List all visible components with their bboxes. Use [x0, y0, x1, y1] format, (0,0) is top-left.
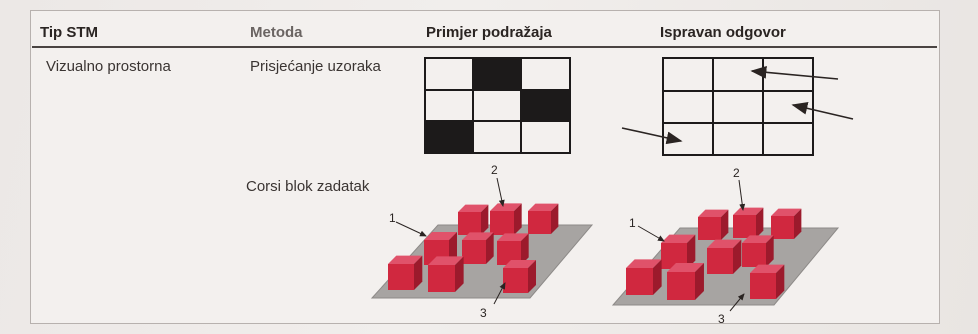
grid-cell-filled	[473, 58, 521, 90]
row1-method: Prisjećanje uzoraka	[250, 58, 381, 75]
label-2-answer: 2	[733, 166, 740, 180]
header-tip-stm: Tip STM	[40, 24, 99, 41]
table-header: Tip STM Metoda Primjer podražaja Isprava…	[32, 24, 937, 48]
label-1-answer: 1	[629, 216, 636, 230]
red-cube	[503, 260, 536, 293]
label-3-answer: 3	[718, 312, 725, 326]
red-cube	[490, 203, 522, 235]
red-cube	[626, 259, 662, 295]
row1-type: Vizualno prostorna	[46, 58, 171, 75]
row2-method: Corsi blok zadatak	[246, 178, 370, 195]
corsi-cubes-answer	[626, 207, 802, 300]
pattern-answer-grid	[621, 57, 854, 156]
red-cube	[661, 234, 696, 269]
header-metoda: Metoda	[250, 24, 303, 41]
label-1-stimulus: 1	[389, 211, 396, 225]
red-cube	[733, 207, 764, 238]
label-2-stimulus: 2	[491, 163, 498, 177]
red-cube	[528, 203, 559, 234]
red-cube	[771, 208, 802, 239]
red-cube	[428, 256, 464, 292]
red-cube	[388, 255, 423, 290]
grid-cell-filled	[425, 121, 473, 153]
grid-cell-filled	[521, 90, 570, 121]
header-primjer: Primjer podražaja	[426, 24, 552, 41]
red-cube	[667, 263, 704, 300]
red-cube	[698, 209, 729, 240]
red-cube	[750, 264, 785, 299]
label-3-stimulus: 3	[480, 306, 487, 320]
header-ispravan: Ispravan odgovor	[660, 24, 786, 41]
red-cube	[458, 204, 489, 235]
corsi-cubes-stimulus	[388, 203, 559, 293]
answer-arrow	[750, 65, 839, 80]
answer-arrow	[621, 127, 683, 145]
pattern-stimulus-grid	[424, 57, 571, 154]
red-cube	[742, 235, 774, 267]
red-cube	[707, 239, 742, 274]
answer-arrow	[791, 102, 854, 120]
red-cube	[462, 232, 494, 264]
red-cube	[497, 233, 529, 265]
